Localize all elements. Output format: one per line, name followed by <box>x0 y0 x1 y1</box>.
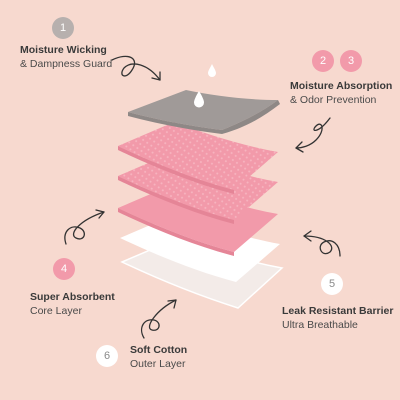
badge-2: 2 <box>312 50 334 72</box>
curved-arrow-icon <box>111 55 161 81</box>
badge-1: 1 <box>52 17 74 39</box>
water-drop-icon <box>208 64 216 77</box>
label-title: Leak Resistant Barrier <box>282 305 394 317</box>
layer-moisture-wicking <box>128 90 278 130</box>
curved-arrow-icon <box>140 299 177 339</box>
badge-6: 6 <box>96 345 118 367</box>
layer-leak-barrier <box>120 214 280 282</box>
label-subtitle: & Odor Prevention <box>290 94 377 107</box>
label-title: Super Absorbent <box>30 291 115 303</box>
layer-absorption-3 <box>118 152 278 220</box>
badge-3: 3 <box>340 50 362 72</box>
label-subtitle: Core Layer <box>30 305 82 318</box>
label-leak-resistant: Leak Resistant Barrier Ultra Breathable <box>282 304 393 332</box>
label-title: Soft Cotton <box>130 344 188 356</box>
curved-arrow-icon <box>295 117 331 149</box>
label-moisture-absorption: Moisture Absorption & Odor Prevention <box>290 79 392 107</box>
badge-5: 5 <box>321 273 343 295</box>
label-title: Moisture Absorption <box>290 80 393 92</box>
water-drop-icon <box>194 91 204 108</box>
badge-4: 4 <box>53 258 75 280</box>
label-moisture-wicking: Moisture Wicking & Dampness Guard <box>20 43 112 71</box>
curved-arrow-icon <box>64 211 105 245</box>
layer-absorption-2 <box>118 122 278 190</box>
label-title: Moisture Wicking <box>20 44 107 56</box>
label-subtitle: Outer Layer <box>130 358 186 371</box>
label-subtitle: & Dampness Guard <box>20 58 113 71</box>
layer-absorbent-core <box>118 184 278 252</box>
label-subtitle: Ultra Breathable <box>282 319 358 332</box>
curved-arrow-icon <box>303 235 341 257</box>
label-soft-cotton: Soft Cotton Outer Layer <box>130 343 187 371</box>
label-super-absorbent: Super Absorbent Core Layer <box>30 290 115 318</box>
